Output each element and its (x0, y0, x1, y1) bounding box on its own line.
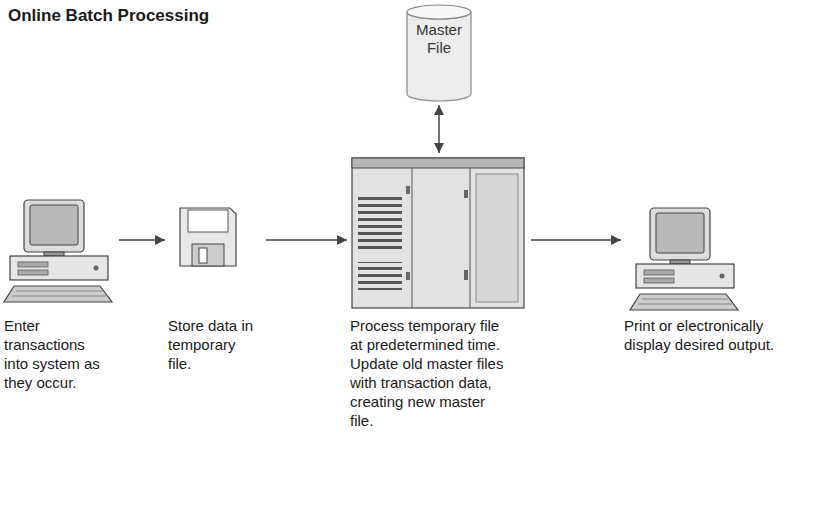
cylinder-top (407, 5, 471, 19)
node-label: Master File (406, 4, 472, 57)
step-caption: Store data in temporary file. (168, 316, 260, 373)
flow-arrow (531, 239, 621, 241)
process-step: Store data in temporary file. (168, 205, 263, 375)
process-step: Process temporary file at predetermined … (350, 156, 528, 432)
mainframe-server-icon (352, 158, 524, 308)
flow-arrow (119, 239, 165, 241)
computer-icon (4, 200, 112, 302)
flow-arrow (438, 105, 440, 153)
floppy-disk-icon (180, 208, 236, 266)
step-caption: Process temporary file at predetermined … (350, 316, 510, 430)
process-step: Enter transactions into system as they o… (4, 198, 116, 394)
storage-cylinder: Master File (406, 4, 472, 102)
diagram-title: Online Batch Processing (8, 6, 209, 26)
process-step: Print or electronically display desired … (624, 208, 806, 356)
flow-arrow (266, 239, 347, 241)
computer-icon (630, 208, 738, 310)
step-caption: Enter transactions into system as they o… (4, 316, 100, 392)
step-caption: Print or electronically display desired … (624, 316, 804, 354)
